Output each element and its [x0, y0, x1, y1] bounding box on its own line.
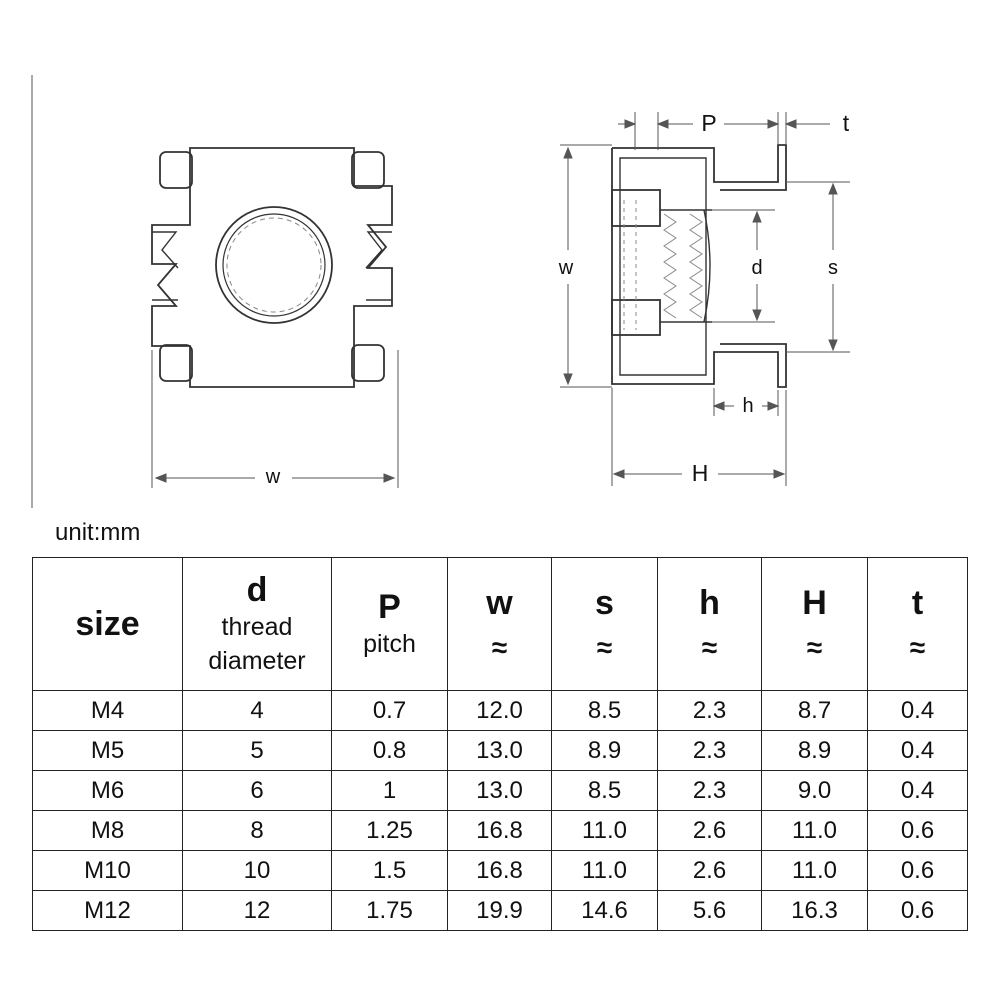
- approx-symbol: ≈: [806, 632, 823, 663]
- table-cell: 8.9: [551, 730, 658, 771]
- dim-h-label: h: [742, 395, 753, 417]
- front-w-label: w: [265, 466, 281, 488]
- column-header-0: size: [32, 557, 183, 691]
- table-cell: 6: [182, 770, 332, 811]
- table-cell: 11.0: [551, 850, 658, 891]
- table-cell: 1.5: [331, 850, 448, 891]
- table-cell: 10: [182, 850, 332, 891]
- table-cell: 11.0: [761, 810, 868, 851]
- table-cell: 2.6: [657, 850, 762, 891]
- table-cell: M10: [32, 850, 183, 891]
- approx-symbol: ≈: [909, 632, 926, 663]
- dim-w-side-label: w: [558, 257, 574, 279]
- table-cell: 13.0: [447, 730, 552, 771]
- table-cell: 0.8: [331, 730, 448, 771]
- table-cell: 0.6: [867, 850, 968, 891]
- dim-t-label: t: [843, 110, 850, 136]
- column-header-4: s≈: [551, 557, 658, 691]
- table-cell: 16.8: [447, 850, 552, 891]
- table-cell: 12.0: [447, 690, 552, 731]
- table-cell: 2.3: [657, 770, 762, 811]
- table-cell: 8.5: [551, 770, 658, 811]
- table-cell: 11.0: [761, 850, 868, 891]
- table-cell: M5: [32, 730, 183, 771]
- table-cell: 13.0: [447, 770, 552, 811]
- table-cell: 8.7: [761, 690, 868, 731]
- table-cell: 4: [182, 690, 332, 731]
- column-header-7: t≈: [867, 557, 968, 691]
- column-header-3: w≈: [447, 557, 552, 691]
- approx-symbol: ≈: [701, 632, 718, 663]
- table-cell: 8.9: [761, 730, 868, 771]
- front-view: [151, 147, 393, 388]
- header-symbol: size: [75, 604, 140, 643]
- table-cell: 0.4: [867, 690, 968, 731]
- header-description: thread: [221, 613, 293, 641]
- table-cell: 1.75: [331, 890, 448, 931]
- approx-symbol: ≈: [491, 632, 508, 663]
- column-header-5: h≈: [657, 557, 762, 691]
- table-cell: 2.6: [657, 810, 762, 851]
- table-cell: 0.6: [867, 810, 968, 851]
- table-cell: 0.6: [867, 890, 968, 931]
- header-symbol: s: [595, 584, 614, 622]
- table-cell: 5.6: [657, 890, 762, 931]
- table-cell: 19.9: [447, 890, 552, 931]
- table-cell: M8: [32, 810, 183, 851]
- table-cell: 9.0: [761, 770, 868, 811]
- technical-drawing: w: [31, 75, 850, 508]
- dim-H-label: H: [692, 460, 709, 486]
- dim-s-label: s: [828, 257, 838, 279]
- table-cell: 12: [182, 890, 332, 931]
- header-description: diameter: [208, 647, 306, 675]
- table-cell: 8.5: [551, 690, 658, 731]
- header-symbol: H: [802, 584, 827, 622]
- table-cell: 5: [182, 730, 332, 771]
- table-cell: 1: [331, 770, 448, 811]
- table-cell: M4: [32, 690, 183, 731]
- unit-label: unit:mm: [55, 519, 141, 546]
- table-cell: M6: [32, 770, 183, 811]
- table-cell: 0.4: [867, 730, 968, 771]
- approx-symbol: ≈: [596, 632, 613, 663]
- header-symbol: P: [378, 588, 401, 626]
- dim-P-label: P: [701, 110, 716, 136]
- table-cell: 2.3: [657, 690, 762, 731]
- table-cell: 0.4: [867, 770, 968, 811]
- table-cell: 2.3: [657, 730, 762, 771]
- table-cell: 14.6: [551, 890, 658, 931]
- header-description: pitch: [363, 630, 416, 658]
- table-cell: 16.3: [761, 890, 868, 931]
- table-cell: 1.25: [331, 810, 448, 851]
- dim-d-label: d: [751, 257, 762, 279]
- column-header-1: d thread diameter: [182, 557, 332, 691]
- header-symbol: t: [911, 584, 924, 622]
- header-symbol: w: [486, 584, 513, 622]
- table-cell: 0.7: [331, 690, 448, 731]
- header-symbol: d: [246, 571, 268, 609]
- column-header-6: H≈: [761, 557, 868, 691]
- header-symbol: h: [699, 584, 720, 622]
- table-cell: 8: [182, 810, 332, 851]
- table-cell: M12: [32, 890, 183, 931]
- table-cell: 16.8: [447, 810, 552, 851]
- side-view: [611, 144, 787, 388]
- table-cell: 11.0: [551, 810, 658, 851]
